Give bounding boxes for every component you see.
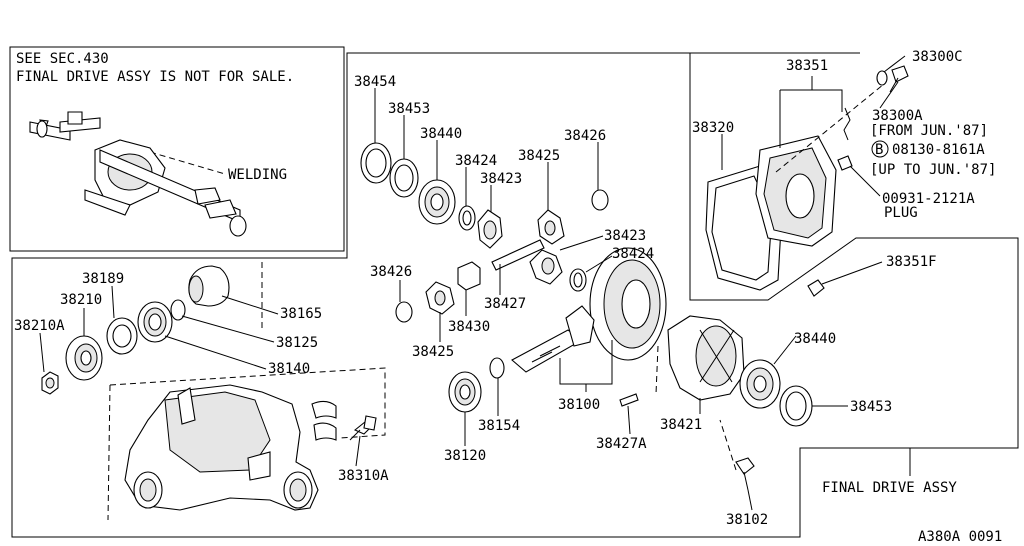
label-38120: 38120 bbox=[444, 448, 486, 464]
label-38453-right: 38453 bbox=[850, 399, 892, 415]
label-38165: 38165 bbox=[280, 306, 322, 322]
part-38102-bolt bbox=[735, 457, 755, 491]
axle-housing-drawing bbox=[29, 111, 247, 237]
label-08130-8161A: 08130-8161A bbox=[892, 142, 985, 158]
label-38421: 38421 bbox=[660, 417, 702, 433]
part-38165-collapsible-spacer bbox=[188, 265, 230, 307]
part-38140-bearing bbox=[137, 301, 173, 343]
main-frame bbox=[11, 52, 1019, 538]
part-38440-top-bearing bbox=[418, 179, 456, 225]
label-38210A: 38210A bbox=[14, 318, 65, 334]
note-box bbox=[9, 46, 345, 252]
label-38424-right: 38424 bbox=[612, 246, 654, 262]
welding-leader bbox=[149, 151, 226, 175]
part-38453-top-washer bbox=[389, 158, 419, 198]
label-bolt-b: B bbox=[875, 142, 883, 158]
label-38320: 38320 bbox=[692, 120, 734, 136]
part-38423-top-side-gear bbox=[477, 209, 503, 249]
pinion-group-outline bbox=[107, 262, 386, 521]
part-38421-differential-case bbox=[667, 315, 745, 401]
part-38430-thrust-block bbox=[457, 261, 481, 291]
part-38424-top-washer bbox=[458, 205, 476, 231]
part-38154-washer bbox=[489, 357, 505, 379]
part-38425-bottom-pinion-mate bbox=[425, 281, 455, 315]
label-38140: 38140 bbox=[268, 361, 310, 377]
part-38300A-bolt bbox=[889, 65, 909, 93]
label-38454: 38454 bbox=[354, 74, 396, 90]
label-38426-mid: 38426 bbox=[370, 264, 412, 280]
figure-code: A380A 0091 bbox=[918, 529, 1002, 545]
label-38427: 38427 bbox=[484, 296, 526, 312]
label-from-jun: [FROM JUN.'87] bbox=[870, 123, 988, 139]
label-38453-top: 38453 bbox=[388, 101, 430, 117]
label-38351: 38351 bbox=[786, 58, 828, 74]
gear-carrier-housing bbox=[124, 384, 337, 511]
label-38440-top: 38440 bbox=[420, 126, 462, 142]
note-line-2: FINAL DRIVE ASSY IS NOT FOR SALE. bbox=[16, 69, 294, 85]
part-38425-top-pinion-mate bbox=[537, 209, 565, 245]
label-38100: 38100 bbox=[558, 397, 600, 413]
label-38430: 38430 bbox=[448, 319, 490, 335]
label-38300A: 38300A bbox=[872, 108, 923, 124]
part-00931-plug bbox=[837, 155, 853, 171]
part-38453-right-washer bbox=[779, 385, 813, 427]
label-38425-top: 38425 bbox=[518, 148, 560, 164]
label-final-drive-assy: FINAL DRIVE ASSY bbox=[822, 480, 957, 496]
part-38310A-bolt bbox=[349, 415, 377, 441]
part-38300C-washer bbox=[876, 70, 888, 86]
part-38210-companion-flange bbox=[65, 335, 103, 381]
label-38125: 38125 bbox=[276, 335, 318, 351]
part-38454-shim bbox=[360, 142, 392, 184]
part-38100-drive-gear-set bbox=[511, 247, 667, 373]
label-00931-2121A: 00931-2121A bbox=[882, 191, 975, 207]
label-38424-top: 38424 bbox=[455, 153, 497, 169]
part-38424-right-washer bbox=[569, 268, 587, 292]
part-38189-oil-seal bbox=[106, 317, 138, 355]
welding-label: WELDING bbox=[228, 167, 287, 183]
label-upto-jun: [UP TO JUN.'87] bbox=[870, 162, 996, 178]
part-38426-mid-thrust-washer bbox=[395, 301, 413, 323]
label-38210: 38210 bbox=[60, 292, 102, 308]
part-38125-washer bbox=[170, 299, 186, 321]
part-38440-right-bearing bbox=[739, 359, 781, 409]
label-38154: 38154 bbox=[478, 418, 520, 434]
part-38210A-nut bbox=[41, 371, 59, 395]
label-38300C: 38300C bbox=[912, 49, 963, 65]
label-38423-right: 38423 bbox=[604, 228, 646, 244]
label-plug: PLUG bbox=[884, 205, 918, 221]
label-38102: 38102 bbox=[726, 512, 768, 528]
label-38189: 38189 bbox=[82, 271, 124, 287]
part-38351-rear-cover bbox=[755, 135, 837, 247]
label-38310A: 38310A bbox=[338, 468, 389, 484]
part-38427A-lock-pin bbox=[619, 393, 639, 407]
bolt-b-circle bbox=[871, 140, 889, 158]
part-38351F-plug bbox=[807, 279, 825, 297]
label-38423-top: 38423 bbox=[480, 171, 522, 187]
label-38426-top: 38426 bbox=[564, 128, 606, 144]
note-line-1: SEE SEC.430 bbox=[16, 51, 109, 67]
label-38425-bottom: 38425 bbox=[412, 344, 454, 360]
leader-lines bbox=[39, 55, 911, 511]
part-38426-top-thrust-washer bbox=[591, 189, 609, 211]
part-38423-right-side-gear bbox=[529, 249, 563, 285]
label-38440-right: 38440 bbox=[794, 331, 836, 347]
part-38427-pinion-shaft bbox=[491, 239, 545, 271]
label-38427A: 38427A bbox=[596, 436, 647, 452]
part-38120-bearing bbox=[448, 371, 482, 413]
label-38351F: 38351F bbox=[886, 254, 937, 270]
